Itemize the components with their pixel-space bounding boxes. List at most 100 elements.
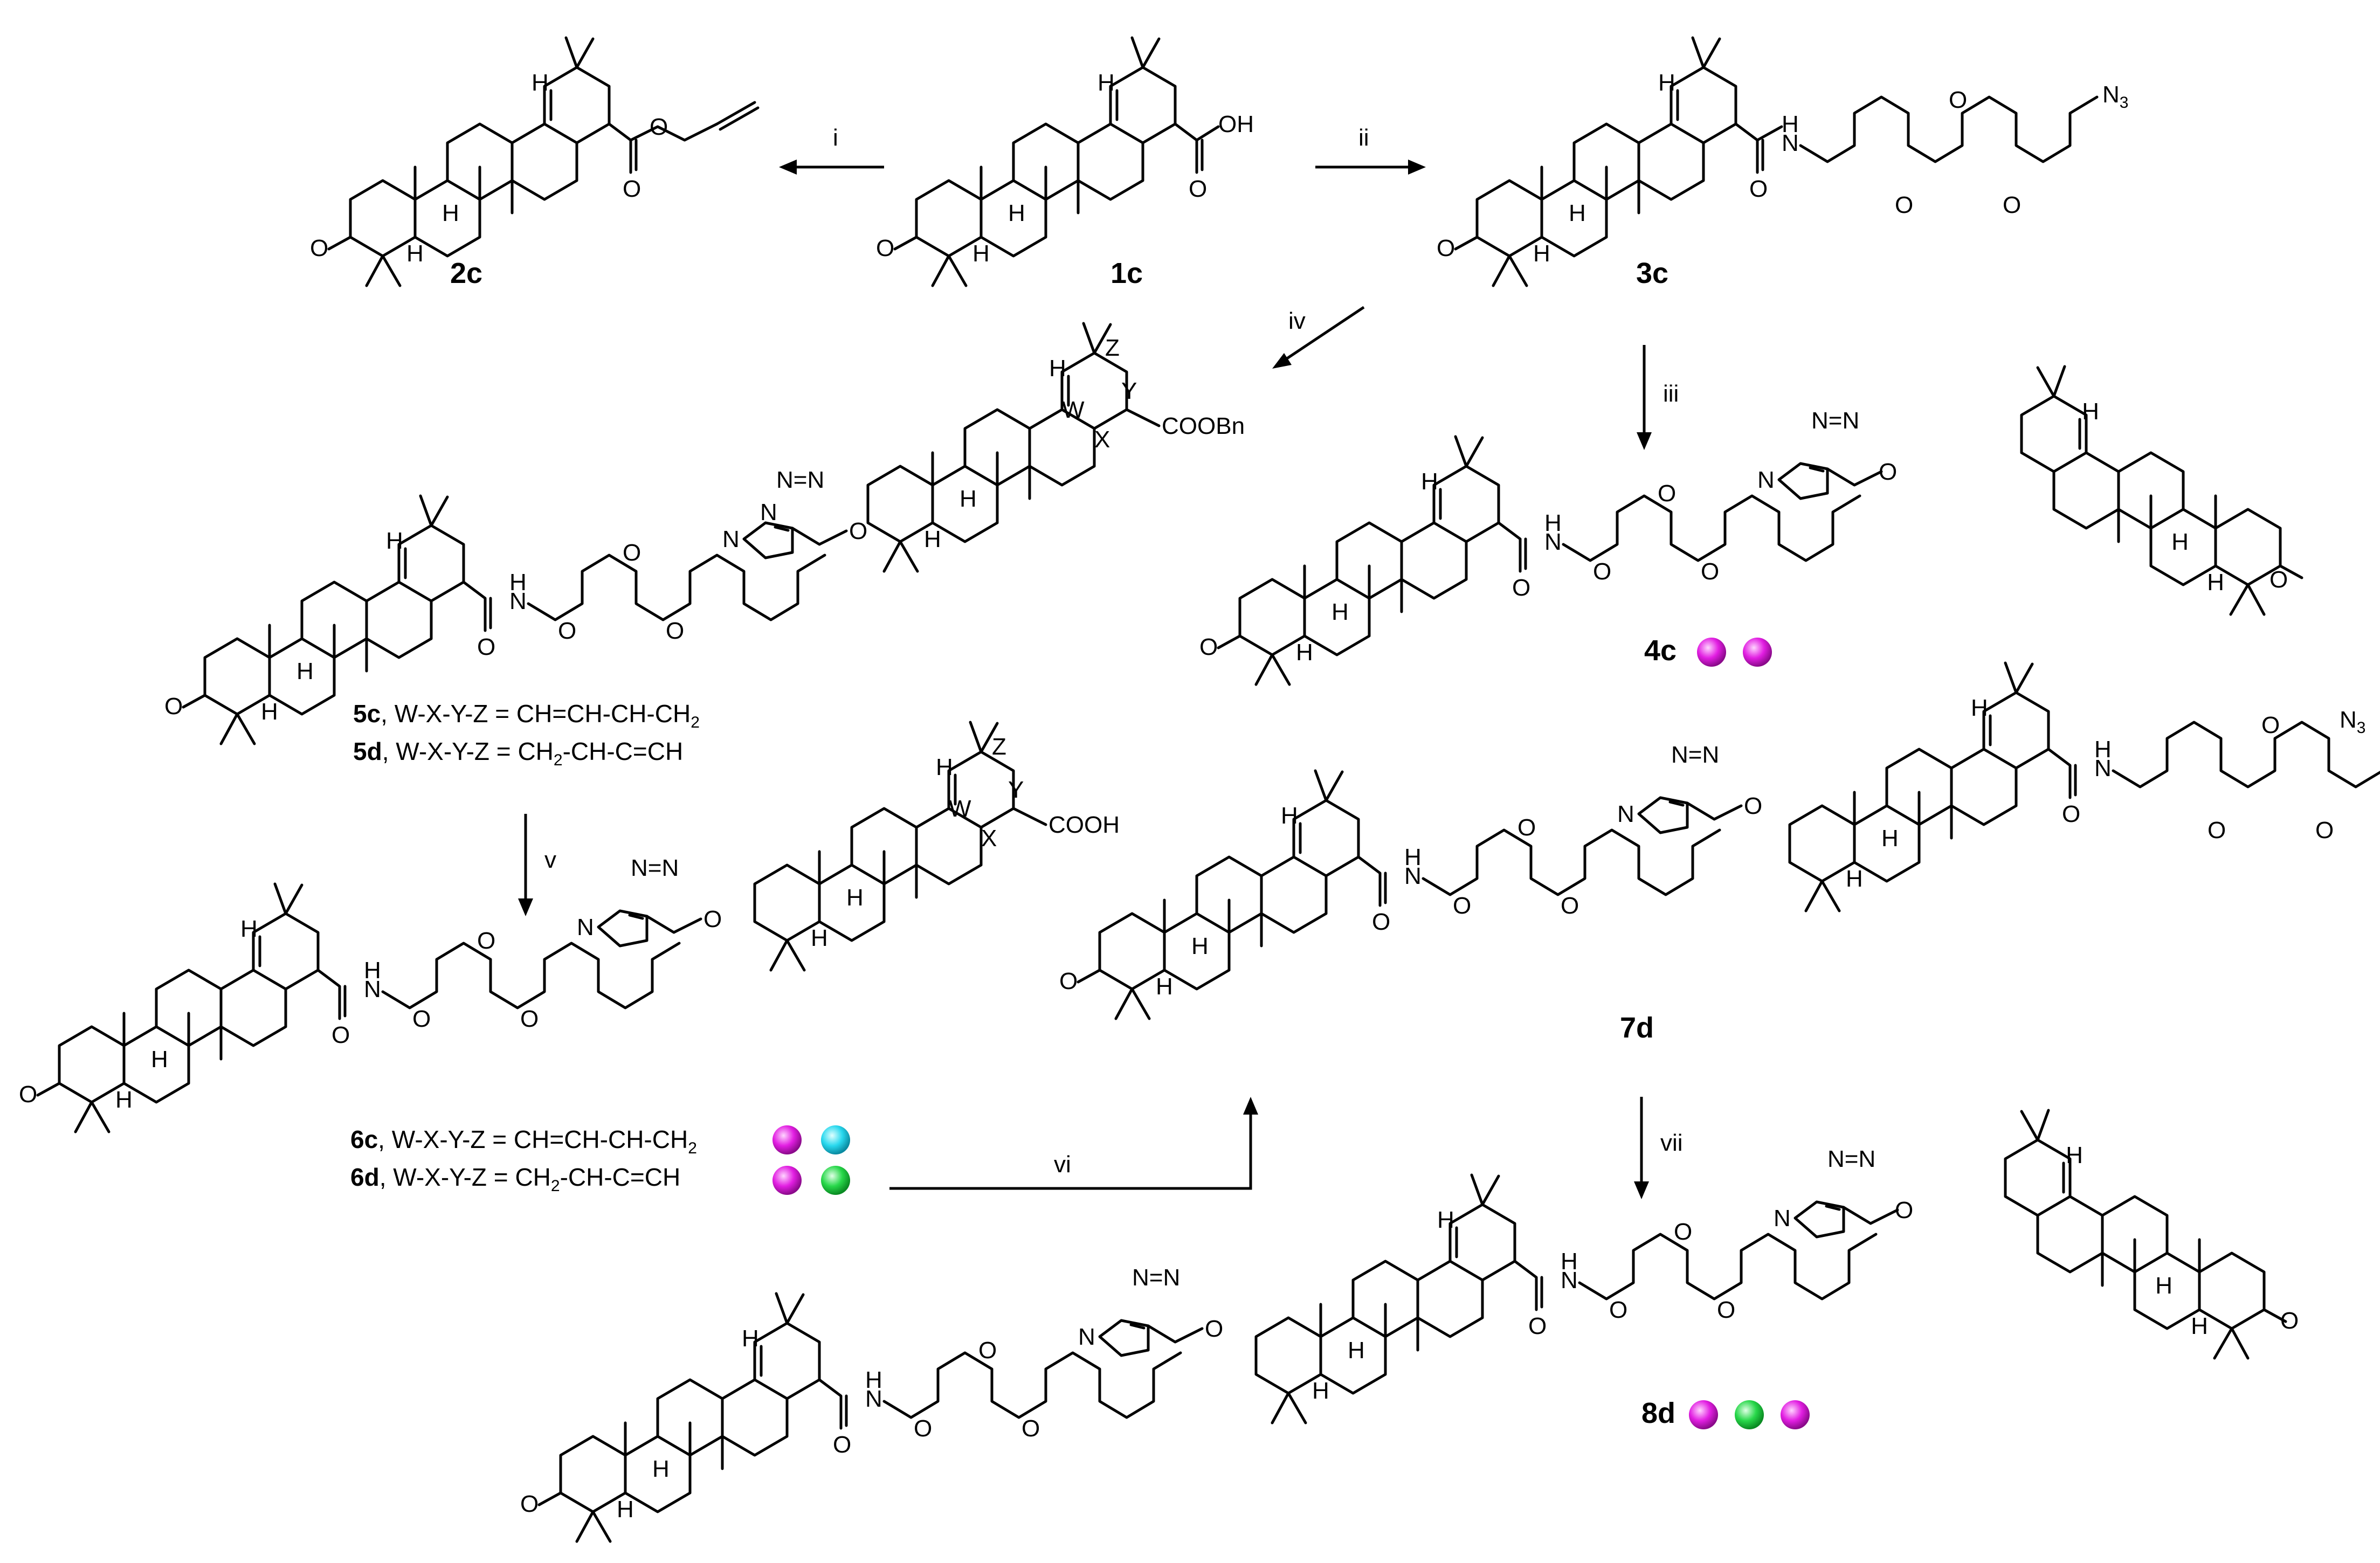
- arrow-vii: vii: [1634, 1097, 1683, 1199]
- o-atom: O: [1879, 459, 1897, 485]
- o-atom: O: [703, 906, 722, 932]
- n-atom: N: [1561, 1267, 1578, 1294]
- marker-dot: [1735, 1400, 1764, 1429]
- n-atom: N: [509, 588, 527, 614]
- o-atom: O: [1199, 634, 1218, 660]
- compound-7d-structure: O O H N O O O N N=N O: [1059, 742, 1762, 1019]
- marker-dot: [1743, 638, 1772, 667]
- o-atom: O: [1717, 1297, 1735, 1323]
- o-atom: O: [19, 1081, 37, 1108]
- o-atom: O: [833, 1431, 851, 1458]
- compound-label-4c: 4c: [1644, 634, 1677, 667]
- caption-5d: 5d, W-X-Y-Z = CH2-CH-C=CH: [353, 737, 683, 769]
- o-atom: O: [2280, 1308, 2299, 1334]
- compound-label-8d: 8d: [1641, 1397, 1675, 1429]
- o-atom: O: [1701, 558, 1719, 585]
- marker-dot: [821, 1125, 850, 1154]
- o-atom: O: [1189, 176, 1207, 202]
- n-atom: H: [1561, 1248, 1578, 1275]
- arrow-iv: iv: [1272, 306, 1365, 369]
- arrow-ii: ii: [1315, 125, 1426, 175]
- o-atom: O: [1658, 480, 1676, 507]
- caption-6c: 6c, W-X-Y-Z = CH=CH-CH-CH2: [350, 1125, 697, 1157]
- cooh-group: COOH: [1048, 812, 1120, 838]
- o-atom: O: [332, 1022, 350, 1048]
- o-atom: O: [2261, 712, 2280, 738]
- o-atom: O: [1895, 1197, 1913, 1223]
- n-atom: N: [577, 914, 594, 940]
- n-atom: N: [1774, 1205, 1791, 1232]
- o-atom: O: [477, 928, 495, 954]
- x-atom: X: [981, 825, 997, 852]
- caption-6d: 6d, W-X-Y-Z = CH2-CH-C=CH: [350, 1163, 680, 1195]
- o-atom: O: [1437, 235, 1455, 261]
- o-atom: O: [1512, 575, 1530, 601]
- x-atom: X: [1094, 426, 1110, 453]
- o-atom: O: [164, 693, 183, 720]
- compound-5c-5d-acid-unit: W X Y Z COOBn: [868, 323, 1245, 571]
- o-atom: O: [2207, 817, 2226, 843]
- o-atom: O: [623, 540, 641, 566]
- o-atom: O: [1744, 793, 1762, 819]
- o-atom: O: [477, 634, 495, 660]
- n-atom: N: [865, 1386, 882, 1412]
- compound-label-3c: 3c: [1636, 257, 1668, 289]
- condition-i: i: [833, 125, 838, 151]
- o-atom: O: [558, 618, 576, 644]
- o-atom: O: [1609, 1297, 1627, 1323]
- n-atom: N: [364, 976, 381, 1002]
- n-atom: N: [1757, 467, 1775, 493]
- o-atom: O: [1059, 968, 1078, 994]
- azide-group: N3: [2340, 707, 2365, 737]
- activity-markers-8d: [1689, 1400, 1810, 1429]
- o-atom: O: [1205, 1316, 1223, 1342]
- condition-vi: vi: [1054, 1151, 1071, 1178]
- n-atom: N: [1078, 1324, 1095, 1350]
- n-atom: H: [2094, 736, 2112, 763]
- n-atom: H: [1782, 111, 1799, 137]
- n-atom: N: [1544, 529, 1562, 555]
- n-atom: H: [1544, 510, 1562, 536]
- o-atom: O: [1561, 893, 1579, 919]
- compound-8d-structure: O O H N O O O N N=N O: [520, 1264, 1223, 1541]
- compound-label-2c: 2c: [450, 257, 482, 289]
- marker-dot: [772, 1166, 802, 1195]
- w-atom: W: [949, 796, 971, 822]
- condition-iii: iii: [1663, 381, 1679, 407]
- o-atom: O: [310, 235, 328, 261]
- o-atom: O: [520, 1006, 539, 1032]
- o-atom: O: [1517, 814, 1536, 841]
- activity-markers-6c: [772, 1125, 850, 1154]
- n-atom: N=N: [1827, 1146, 1875, 1172]
- arrow-iii: iii: [1637, 345, 1679, 450]
- marker-dot: [1781, 1400, 1810, 1429]
- compound-label-7d: 7d: [1620, 1012, 1654, 1044]
- oh-group: OH: [1218, 111, 1254, 137]
- n-atom: H: [364, 957, 381, 984]
- o-atom: O: [914, 1415, 932, 1442]
- condition-ii: ii: [1358, 125, 1369, 151]
- compound-2c-structure: O O O: [310, 38, 760, 286]
- n-atom: N=N: [776, 467, 824, 493]
- o-atom: O: [2315, 817, 2334, 843]
- compound-label-1c: 1c: [1110, 257, 1143, 289]
- n-atom: H: [509, 569, 527, 596]
- marker-dot: [1697, 638, 1726, 667]
- z-atom: Z: [1105, 335, 1120, 361]
- n-atom: N=N: [1132, 1264, 1180, 1291]
- o-atom: O: [1453, 893, 1471, 919]
- n-atom: H: [865, 1367, 882, 1393]
- arrow-vi: vi: [889, 1097, 1258, 1190]
- caption-5c: 5c, W-X-Y-Z = CH=CH-CH-CH2: [353, 700, 700, 731]
- o-atom: O: [520, 1491, 539, 1517]
- cooBn-group: COOBn: [1162, 413, 1245, 439]
- azide-group: N3: [2102, 81, 2128, 112]
- o-atom: O: [1372, 909, 1390, 935]
- o-atom: O: [876, 235, 894, 261]
- o-atom: O: [650, 114, 668, 140]
- n-atom: H: [1404, 844, 1422, 870]
- condition-v: v: [544, 847, 556, 873]
- o-atom: O: [1593, 558, 1611, 585]
- n-atom: N: [2094, 755, 2112, 782]
- marker-dot: [821, 1166, 850, 1195]
